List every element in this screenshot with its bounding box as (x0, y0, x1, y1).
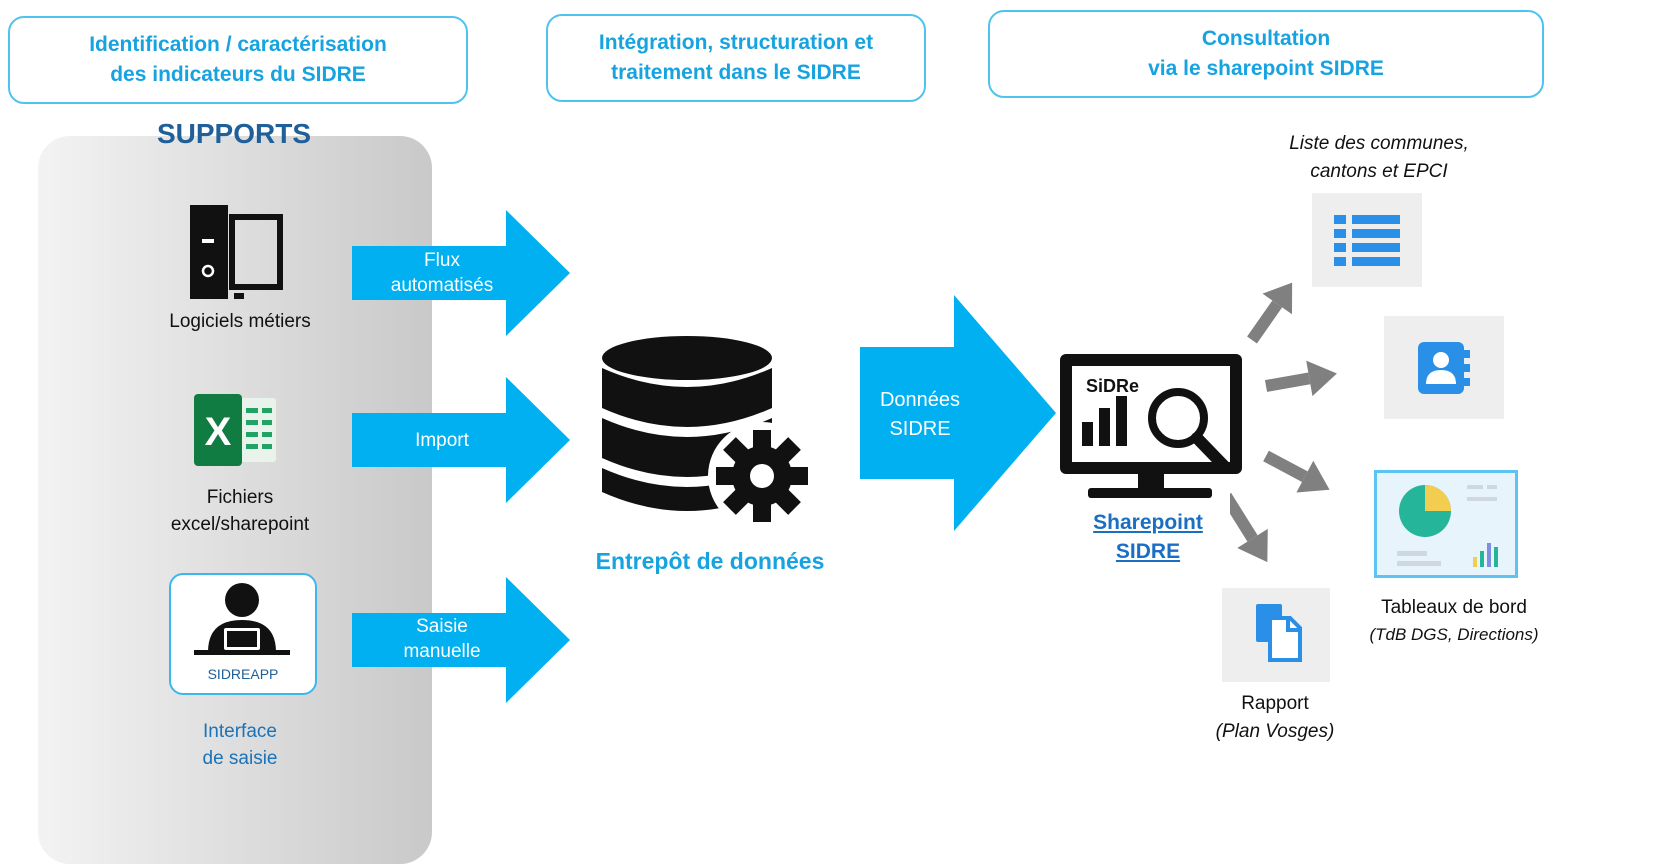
sharepoint-link-line1[interactable]: Sharepoint (1093, 511, 1203, 534)
saisie-arrow-label: Saisie manuelle (352, 614, 532, 664)
header-integration: Intégration, structuration et traitement… (546, 14, 926, 102)
grey-arrows (1230, 282, 1337, 563)
list-tile[interactable] (1312, 193, 1422, 287)
monitor-analytics-icon (1060, 354, 1242, 498)
saisie-arrow-label-line1: Saisie (416, 616, 468, 637)
list-caption-line1: Liste des communes, (1289, 133, 1469, 154)
arrow-to-report (1230, 492, 1268, 563)
list-caption-line2: cantons et EPCI (1310, 161, 1448, 182)
donnees-arrow-label-line1: Données (879, 389, 961, 411)
header-consultation-line1: Consultation (1201, 27, 1331, 50)
arrow-to-list (1247, 282, 1293, 344)
donnees-arrow (860, 295, 1056, 531)
header-identification-line2: des indicateurs du SIDRE (110, 63, 366, 86)
import-arrow (352, 377, 570, 503)
fichiers-label: Fichiers excel/sharepoint (100, 484, 380, 538)
header-integration-line1: Intégration, structuration et (598, 31, 874, 54)
report-caption: Rapport (Plan Vosges) (1170, 690, 1380, 746)
flux-arrow-label-line1: Flux (424, 250, 460, 271)
dashboard-tile[interactable] (1374, 470, 1518, 578)
contacts-tile[interactable] (1384, 316, 1504, 419)
fichiers-label-line2: excel/sharepoint (170, 514, 310, 535)
report-icon (1256, 604, 1302, 662)
header-identification: Identification / caractérisation des ind… (8, 16, 468, 104)
list-icon (1334, 215, 1400, 266)
donnees-arrow-label: Données SIDRE (860, 386, 980, 444)
header-consultation: Consultation via le sharepoint SIDRE (988, 10, 1544, 98)
dashboard-caption-line2: (TdB DGS, Directions) (1369, 625, 1539, 644)
report-caption-line2: (Plan Vosges) (1215, 721, 1335, 742)
warehouse-label: Entrepôt de données (595, 548, 825, 574)
svg-text:X: X (205, 410, 232, 454)
header-identification-line1: Identification / caractérisation (89, 33, 387, 56)
donnees-arrow-label-line2: SIDRE (889, 418, 951, 440)
report-tile[interactable] (1222, 588, 1330, 682)
database-gear-icon (602, 336, 816, 530)
saisie-arrow (352, 577, 570, 703)
user-at-laptop-icon (194, 583, 290, 655)
interface-label: Interface de saisie (150, 718, 330, 772)
dashboard-caption-line1: Tableaux de bord (1381, 597, 1527, 618)
flux-arrow (352, 210, 570, 336)
dashboard-caption: Tableaux de bord (TdB DGS, Directions) (1332, 594, 1576, 648)
dashboard-icon (1397, 485, 1498, 567)
header-integration-line2: traitement dans le SIDRE (611, 61, 861, 84)
interface-label-line2: de saisie (202, 748, 278, 769)
flux-arrow-label: Flux automatisés (352, 248, 532, 298)
interface-label-line1: Interface (203, 721, 277, 742)
sharepoint-link-line2[interactable]: SIDRE (1115, 540, 1181, 563)
header-consultation-line2: via le sharepoint SIDRE (1148, 57, 1384, 80)
sharepoint-link[interactable]: Sharepoint SIDRE (1070, 508, 1226, 566)
arrow-to-contacts (1264, 360, 1337, 397)
import-arrow-label: Import (415, 430, 469, 451)
flux-arrow-label-line2: automatisés (390, 275, 494, 296)
sidreapp-label: SIDREAPP (207, 666, 279, 682)
report-caption-line1: Rapport (1241, 693, 1309, 714)
computer-tower-icon (190, 205, 283, 299)
supports-title: SUPPORTS (156, 118, 312, 149)
logiciels-label: Logiciels métiers (169, 311, 311, 332)
arrow-to-dashboard (1263, 450, 1330, 493)
saisie-arrow-label-line2: manuelle (403, 641, 481, 662)
excel-icon: X (194, 394, 276, 466)
fichiers-label-line1: Fichiers (206, 487, 274, 508)
sidre-logo: SiDRe (1086, 376, 1140, 396)
list-caption: Liste des communes, cantons et EPCI (1234, 130, 1524, 186)
contact-book-icon (1418, 342, 1470, 394)
